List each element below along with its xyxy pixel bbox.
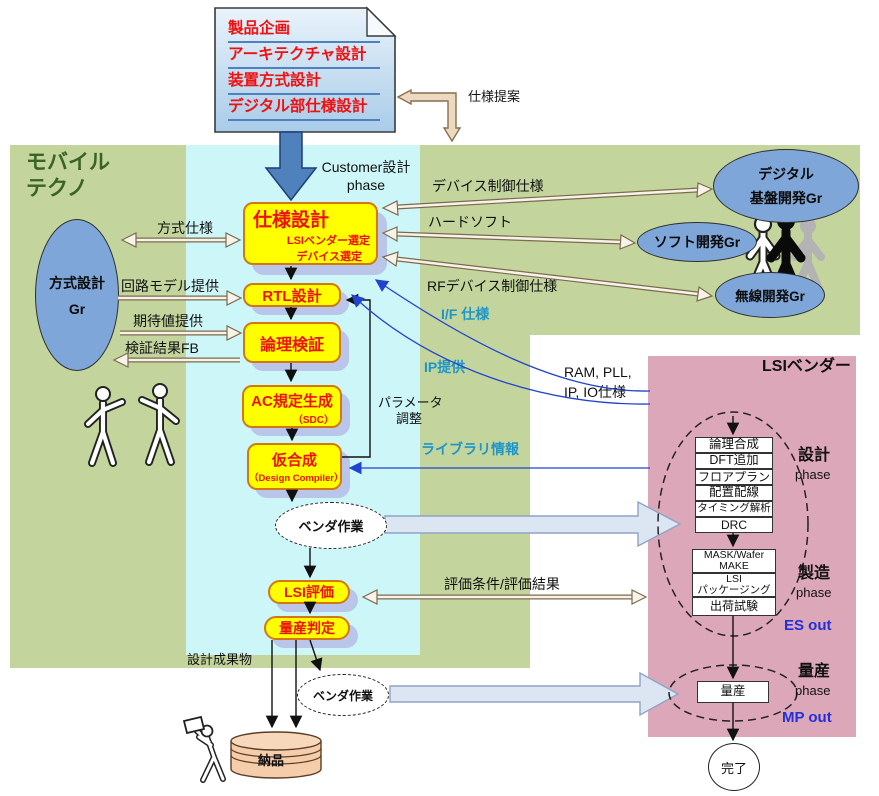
circuit-model-label: 回路モデル提供 [121,278,219,294]
lsi-vendor-title: LSIベンダー [762,358,851,375]
mp-phase-label: 量産 [798,663,831,680]
done-circle: 完了 [708,743,760,791]
if-spec-label: I/F 仕様 [441,306,490,322]
verify-fb-label: 検証結果FB [125,340,199,356]
digital-platform-group: デジタル 基盤開発Gr [713,149,859,223]
mobile-techno-title: モバイルテクノ [26,151,110,200]
es-out-label: ES out [784,617,832,634]
mfg-phase-word: phase [796,585,832,600]
vendor-step-drc: DRC [695,517,773,533]
vendor-step-dft: DFT追加 [695,453,773,469]
hard-soft-label: ハードソフト [428,214,512,230]
doc-line-4: デジタル部仕様設計 [228,98,380,121]
eval-result-label: 評価条件/評価結果 [444,576,560,592]
spec-proposal-label: 仕様提案 [468,89,521,104]
doc-line-3: 装置方式設計 [228,72,380,95]
vendor-step-ship-test: 出荷試験 [692,597,776,616]
vendor-step-pnr: 配置配線 [695,485,773,501]
logic-verify-box: 論理検証 [243,322,341,363]
vendor-step-timing: タイミング解析 [695,501,773,517]
spec-design-box: 仕様設計 LSIベンダー選定 デバイス選定 [243,202,378,265]
ac-gen-box: AC規定生成 （SDC） [242,385,342,428]
vendor-step-logic-synth: 論理合成 [695,437,773,453]
delivery-label: 納品 [258,753,285,768]
pre-synthesis-box: 仮合成 （Design Compiler） [247,443,344,490]
wireless-group: 無線開発Gr [715,272,825,318]
mfg-phase-label: 製造 [798,565,831,582]
lsi-eval-box: LSI評価 [268,580,350,604]
design-artifacts-label: 設計成果物 [187,652,253,667]
vendor-step-floorplan: フロアプラン [695,469,773,485]
vendor-work-cloud-1: ベンダ作業 [275,502,387,549]
expected-value-label: 期待値提供 [133,313,203,329]
method-spec-label: 方式仕様 [157,220,213,236]
spec-document-lines: 製品企画 アーキテクチャ設計 装置方式設計 デジタル部仕様設計 [228,20,380,124]
vendor-work-cloud-2: ベンダ作業 [297,674,389,716]
vendor-work-arrow-2 [389,671,680,717]
vendor-step-mass-prod: 量産 [697,681,769,703]
mp-judge-box: 量産判定 [264,616,350,640]
method-design-group: 方式設計 Gr [35,219,119,371]
ip-provide-label: IP提供 [424,359,466,375]
doc-line-2: アーキテクチャ設計 [228,46,380,69]
param-adjust-label: パラメータ調整 [378,395,443,427]
doc-line-1: 製品企画 [228,20,380,43]
device-ctrl-label: デバイス制御仕様 [432,178,544,194]
rtl-design-box: RTL設計 [243,283,341,307]
worker-icon [182,715,226,783]
design-phase-word: phase [795,467,831,482]
mp-phase-word: phase [795,683,831,698]
library-info-label: ライブラリ情報 [421,441,519,457]
mp-out-label: MP out [782,709,832,726]
software-group: ソフト開発Gr [637,222,757,262]
rf-device-label: RFデバイス制御仕様 [427,278,558,294]
design-phase-label: 設計 [798,447,831,464]
spec-proposal-arrow [396,88,462,143]
ram-pll-label: RAM, PLL,IP, IO仕様 [564,364,632,400]
